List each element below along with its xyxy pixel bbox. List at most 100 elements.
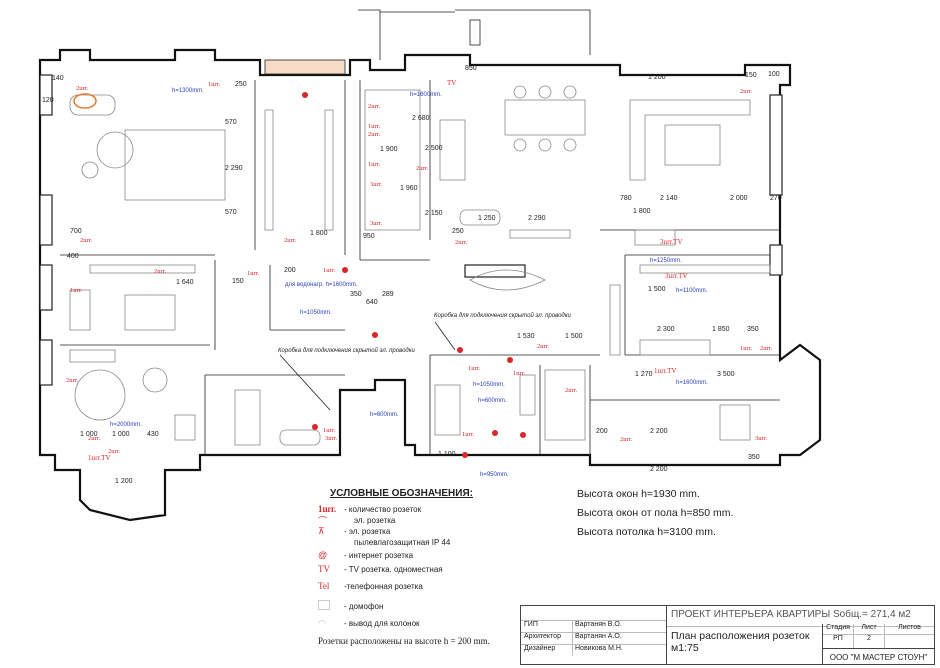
tv-label: 3шт.TV xyxy=(665,272,688,280)
legend-row: Tel -телефонная розетка xyxy=(318,576,498,596)
dimension-label: 150 xyxy=(232,278,244,285)
dimension-label: 2 000 xyxy=(730,195,748,202)
tv-labels: TV 1шт.TV 1шт.TV 3шт.TV 3шт.TV xyxy=(88,79,688,462)
dimension-label: 150 xyxy=(745,72,757,79)
dimension-label: 270 xyxy=(770,195,782,202)
count-label: 2шт. xyxy=(154,268,167,275)
legend-row: ◠ - вывод для колонок xyxy=(318,616,498,630)
speaker-outlet-icon: ◠ xyxy=(318,617,326,628)
legend-text: - вывод для колонок xyxy=(344,618,420,628)
tv-label: 1шт.TV xyxy=(88,454,111,462)
dimension-label: 2 200 xyxy=(650,466,668,473)
person-name: Вартанян А.О. xyxy=(575,633,622,640)
height-label: h=1250mm. xyxy=(650,258,682,264)
dimension-label: 1 640 xyxy=(176,279,194,286)
sheet-title: План расположения розеток xyxy=(671,630,810,642)
dimension-label: 120 xyxy=(42,97,54,104)
sheet-value: 2 xyxy=(853,635,884,648)
internet-socket-icon: @ xyxy=(318,550,328,560)
height-labels: h=1300mm. h=1600mm. h=1050mm. h=2000mm. … xyxy=(110,88,708,478)
dimension-label: 2 290 xyxy=(225,165,243,172)
scale: м1:75 xyxy=(671,642,699,654)
dimension-label: 140 xyxy=(52,75,64,82)
legend-row: пылевлагозащитная IP 44 xyxy=(318,537,498,548)
legend-count-symbol: 1шт. xyxy=(318,504,337,514)
tv-label: TV xyxy=(447,79,456,87)
count-label: 2шт. xyxy=(284,237,297,244)
dimension-label: 1 200 xyxy=(648,74,666,81)
phone-socket-icon: Tel xyxy=(318,581,330,591)
furniture xyxy=(69,85,771,446)
height-label: h=1050mm. xyxy=(300,310,332,316)
dimension-label: 350 xyxy=(748,454,760,461)
dimension-label: 1 530 xyxy=(517,333,535,340)
count-label: 1шт. xyxy=(513,370,526,377)
legend-note: Розетки расположены на высоте h = 200 mm… xyxy=(318,636,490,646)
tv-label: 1шт.TV xyxy=(654,367,677,375)
dimension-label: 700 xyxy=(70,228,82,235)
count-label: 3шт. xyxy=(370,181,383,188)
dimension-label: 850 xyxy=(465,65,477,72)
dimension-label: 1 960 xyxy=(400,185,418,192)
dimension-label: 1 850 xyxy=(712,326,730,333)
count-label: 3шт. xyxy=(755,435,768,442)
dimension-label: 430 xyxy=(147,431,159,438)
legend-text: - эл. розетка xyxy=(344,527,391,536)
legend-row: 1шт. - количество розеток xyxy=(318,503,498,515)
dimension-label: 350 xyxy=(350,291,362,298)
project-title: ПРОЕКТ ИНТЕРЬЕРА КВАРТИРЫ Sобщ.= 271,4 м… xyxy=(667,606,934,627)
legend-title: УСЛОВНЫЕ ОБОЗНАЧЕНИЯ: xyxy=(330,488,473,499)
height-label: h=600mm. xyxy=(370,412,399,418)
waterproof-socket-icon: ⊼ xyxy=(318,526,325,536)
note-junction-box-2: Коробка для подключения скрытой эл. пров… xyxy=(434,312,572,319)
dimension-label: 3 500 xyxy=(717,371,735,378)
dimension-label: 570 xyxy=(225,209,237,216)
dimensions: 850 1 200 150 100 140 120 250 570 2 290 … xyxy=(42,65,782,485)
sill-height: Высота окон от пола h=850 mm. xyxy=(577,507,734,519)
person-name: Новикова М.Н. xyxy=(575,645,623,652)
dimension-label: 400 xyxy=(67,253,79,260)
height-label: h=1050mm. xyxy=(473,382,505,388)
height-label: h=1100mm. xyxy=(676,288,708,294)
count-label: 1шт. xyxy=(740,345,753,352)
dimension-label: 1 000 xyxy=(80,431,98,438)
tv-label: 3шт.TV xyxy=(660,238,683,246)
count-label: 2шт. xyxy=(455,239,468,246)
socket-icon: ⌒ xyxy=(318,516,328,526)
count-label: 1шт. xyxy=(70,287,83,294)
dimension-label: 950 xyxy=(363,233,375,240)
dimension-label: 1 800 xyxy=(310,230,328,237)
dimension-label: 1 500 xyxy=(648,286,666,293)
count-label: 1шт. xyxy=(462,431,475,438)
count-label: 1шт. xyxy=(208,81,221,88)
count-label: 2шт. xyxy=(416,165,429,172)
role: Дизайнер xyxy=(521,645,573,656)
stage-value: РП xyxy=(833,635,843,642)
height-label: h=2000mm. xyxy=(110,422,142,428)
role: Архитектор xyxy=(521,633,573,644)
count-label: 2шт. xyxy=(368,103,381,110)
role: ГИП xyxy=(521,621,573,632)
dimension-label: 100 xyxy=(768,71,780,78)
count-label: 1шт. xyxy=(368,161,381,168)
dimension-label: 640 xyxy=(366,299,378,306)
role-row: Архитектор Вартанян А.О. xyxy=(521,633,666,645)
plan-notes: для водонагр. h=1600mm. Коробка для подк… xyxy=(278,282,572,354)
tv-socket-icon: TV xyxy=(318,564,330,574)
dimension-label: 1 900 xyxy=(380,146,398,153)
socket-symbols xyxy=(73,92,526,458)
legend-text: - домофон xyxy=(344,601,384,611)
height-label: h=1300mm. xyxy=(172,88,204,94)
dimension-label: 2 680 xyxy=(412,115,430,122)
dimension-label: 1 800 xyxy=(633,208,651,215)
sheets-value xyxy=(884,635,934,648)
height-label: h=1600mm. xyxy=(676,380,708,386)
sheet-label: Лист xyxy=(853,624,884,634)
count-label: 1шт. xyxy=(468,365,481,372)
role-row: ГИП Вартанян В.О. xyxy=(521,621,666,633)
intercom-icon xyxy=(318,597,344,615)
count-label: 2шт. xyxy=(620,436,633,443)
dimension-label: 200 xyxy=(596,428,608,435)
dimension-label: 200 xyxy=(284,267,296,274)
legend-row: - домофон xyxy=(318,596,498,616)
